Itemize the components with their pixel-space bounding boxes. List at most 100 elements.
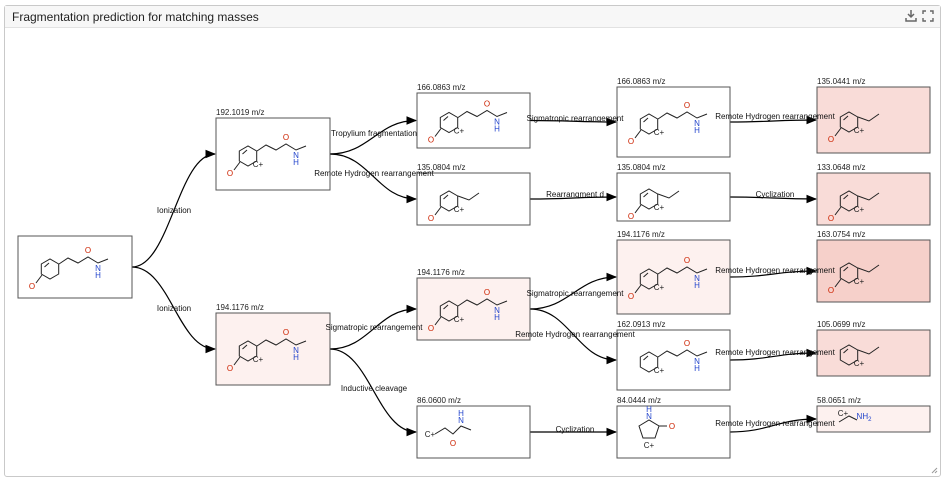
- chain-bond: [434, 316, 442, 326]
- atom-label: O: [428, 136, 434, 145]
- mz-label: 166.0863 m/z: [617, 77, 665, 86]
- fullscreen-icon[interactable]: [921, 9, 935, 23]
- mz-label: 194.1176 m/z: [216, 303, 264, 312]
- atom-label: C+: [654, 128, 665, 137]
- atom-label: C+: [654, 203, 665, 212]
- double-bond: [643, 355, 649, 361]
- atom-label: H: [694, 281, 700, 290]
- ring-bond: [639, 351, 659, 373]
- edge-label: Rearrangment d: [546, 190, 604, 199]
- fragment-node[interactable]: 163.0754 m/zOC+: [816, 230, 931, 303]
- atom-label: O: [484, 288, 490, 297]
- fragment-node[interactable]: 135.0441 m/zOC+: [816, 77, 931, 154]
- edge-label: Sigmatropic rearrangement: [527, 289, 625, 298]
- atom-label: O: [828, 135, 834, 144]
- atom-label: N: [494, 118, 500, 127]
- edge-n8-n13: [729, 194, 818, 204]
- fragment-node[interactable]: 133.0648 m/zOC+: [816, 163, 931, 226]
- node-box[interactable]: [416, 172, 531, 226]
- node-box[interactable]: [616, 239, 731, 315]
- atom-label: N: [694, 274, 700, 283]
- double-bond: [843, 194, 849, 200]
- edge-label: Inductive cleavage: [341, 384, 408, 393]
- edge-n11-n16: [729, 414, 818, 433]
- fragment-node[interactable]: 105.0699 m/zC+: [816, 320, 931, 377]
- mz-label: 166.0863 m/z: [417, 83, 465, 92]
- atom-label: O: [684, 339, 690, 348]
- chain-bond: [834, 278, 842, 288]
- chain-bond: [35, 274, 43, 284]
- node-box[interactable]: [816, 239, 931, 303]
- edge-n5-n9: [529, 272, 618, 310]
- atom-label: C+: [253, 355, 264, 364]
- double-bond: [443, 116, 449, 121]
- mz-label: 192.1019 m/z: [216, 108, 264, 117]
- edge-n3-n7: [529, 117, 618, 127]
- atom-label: O: [828, 286, 834, 295]
- node-box[interactable]: [416, 92, 531, 149]
- edge-label: Remote Hydrogen rearrangement: [515, 330, 635, 339]
- chain-bond: [657, 111, 708, 120]
- atom-label: H: [494, 313, 500, 322]
- atom-label: H: [494, 125, 500, 134]
- chain-bond: [838, 415, 858, 423]
- node-box[interactable]: [616, 329, 731, 391]
- edge-label: Ionization: [157, 206, 191, 215]
- edge-n2-n5: [329, 304, 418, 350]
- node-box[interactable]: [816, 86, 931, 154]
- atom-label: C+: [454, 205, 465, 214]
- node-box[interactable]: [816, 329, 931, 377]
- ring-bond: [839, 262, 859, 284]
- ring-bond: [839, 190, 859, 212]
- chain-bond: [58, 256, 109, 265]
- edge-label: Remote Hydrogen rearrangement: [715, 348, 835, 357]
- atom-label: H: [694, 126, 700, 135]
- node-box[interactable]: [616, 172, 731, 222]
- edge-n5-n10: [529, 308, 618, 365]
- edge-label: Remote Hydrogen rearrangement: [715, 419, 835, 428]
- ring-bond: [238, 145, 258, 167]
- edge-n10-n15: [729, 348, 818, 361]
- chain-bond: [233, 356, 241, 366]
- fragment-node[interactable]: 86.0600 m/zC+ONH: [416, 396, 531, 459]
- chain-bond: [857, 113, 880, 122]
- amine-label: NH2: [857, 412, 873, 423]
- atom-label: C+: [454, 315, 465, 324]
- chain-bond: [857, 346, 880, 355]
- node-box[interactable]: [215, 312, 331, 386]
- node-box[interactable]: [17, 235, 133, 299]
- chain-bond: [657, 190, 680, 199]
- resize-grip-icon[interactable]: [930, 466, 938, 474]
- node-box[interactable]: [416, 277, 531, 341]
- node-box[interactable]: [416, 405, 531, 459]
- atom-label: N: [494, 306, 500, 315]
- fragment-node[interactable]: 135.0804 m/zOC+: [616, 163, 731, 222]
- chain-bond: [434, 425, 472, 435]
- double-bond: [843, 348, 849, 354]
- atom-label: C+: [838, 409, 849, 418]
- node-box[interactable]: [816, 405, 931, 433]
- node-box[interactable]: [215, 117, 331, 191]
- node-box[interactable]: [816, 172, 931, 226]
- edge-label: Sigmatropic rearrangement: [326, 323, 424, 332]
- node-box[interactable]: [616, 405, 731, 459]
- download-icon[interactable]: [904, 9, 918, 23]
- mz-label: 194.1176 m/z: [617, 230, 665, 239]
- fragment-node[interactable]: 58.0651 m/zC+NH2: [816, 396, 931, 433]
- fragment-node[interactable]: 135.0804 m/zOC+: [416, 163, 531, 226]
- atom-label: C+: [654, 366, 665, 375]
- node-box[interactable]: [616, 86, 731, 158]
- chain-bond: [256, 143, 307, 152]
- ring-bond: [639, 113, 659, 135]
- ring-bond: [839, 344, 859, 366]
- mz-label: 163.0754 m/z: [817, 230, 865, 239]
